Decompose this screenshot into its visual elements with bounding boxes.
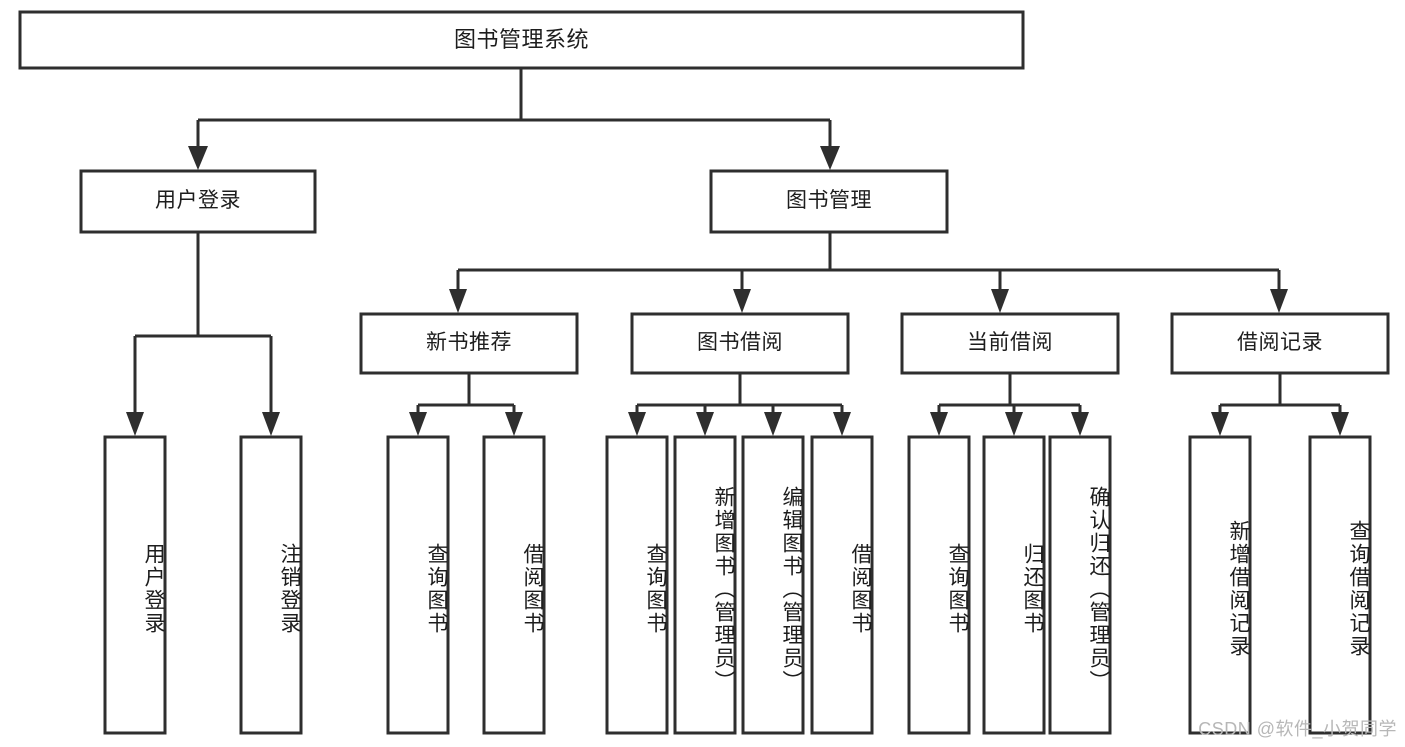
node-box-leaf-newbook-1[interactable] xyxy=(482,435,546,735)
node-box-leaf-currentborrow-2[interactable] xyxy=(1048,435,1112,735)
node-box-user-login[interactable] xyxy=(79,169,317,234)
node-box-leaf-bookborrow-0[interactable] xyxy=(605,435,669,735)
arrowhead-leaf-currentborrow-2 xyxy=(1071,412,1089,436)
arrowhead-leaf-userlogin-1 xyxy=(262,412,280,436)
node-box-root[interactable] xyxy=(18,10,1025,70)
node-box-leaf-bookborrow-2[interactable] xyxy=(741,435,805,735)
arrowhead-leaf-currentborrow-1 xyxy=(1005,412,1023,436)
node-box-new-book-recommend[interactable] xyxy=(359,312,579,375)
watermark-text: CSDN @软件_小贺同学 xyxy=(1198,719,1397,739)
arrowhead-leaf-borrowrecord-0 xyxy=(1211,412,1229,436)
arrowhead-new-book-recommend xyxy=(449,289,467,313)
node-box-leaf-userlogin-0[interactable] xyxy=(103,435,167,735)
node-box-leaf-userlogin-1[interactable] xyxy=(239,435,303,735)
arrowhead-leaf-bookborrow-3 xyxy=(833,412,851,436)
node-box-leaf-bookborrow-1[interactable] xyxy=(673,435,737,735)
arrowhead-book-borrow xyxy=(733,289,751,313)
node-box-leaf-currentborrow-0[interactable] xyxy=(907,435,971,735)
arrowhead-user-login xyxy=(188,146,208,170)
arrowhead-leaf-bookborrow-1 xyxy=(696,412,714,436)
arrowhead-leaf-userlogin-0 xyxy=(126,412,144,436)
node-box-book-borrow[interactable] xyxy=(630,312,850,375)
node-box-leaf-newbook-0[interactable] xyxy=(386,435,450,735)
arrowhead-book-management xyxy=(820,146,840,170)
node-box-leaf-borrowrecord-0[interactable] xyxy=(1188,435,1252,735)
node-box-leaf-borrowrecord-1[interactable] xyxy=(1308,435,1372,735)
arrowhead-leaf-borrowrecord-1 xyxy=(1331,412,1349,436)
arrowhead-leaf-newbook-0 xyxy=(409,412,427,436)
node-box-leaf-bookborrow-3[interactable] xyxy=(810,435,874,735)
arrowhead-borrow-record xyxy=(1270,289,1288,313)
arrowhead-current-borrow xyxy=(991,289,1009,313)
arrowhead-leaf-newbook-1 xyxy=(505,412,523,436)
node-box-borrow-record[interactable] xyxy=(1170,312,1390,375)
node-box-current-borrow[interactable] xyxy=(900,312,1120,375)
node-box-book-management[interactable] xyxy=(709,169,949,234)
arrowhead-leaf-currentborrow-0 xyxy=(930,412,948,436)
node-box-leaf-currentborrow-1[interactable] xyxy=(982,435,1046,735)
arrowhead-leaf-bookborrow-2 xyxy=(764,412,782,436)
arrowhead-leaf-bookborrow-0 xyxy=(628,412,646,436)
